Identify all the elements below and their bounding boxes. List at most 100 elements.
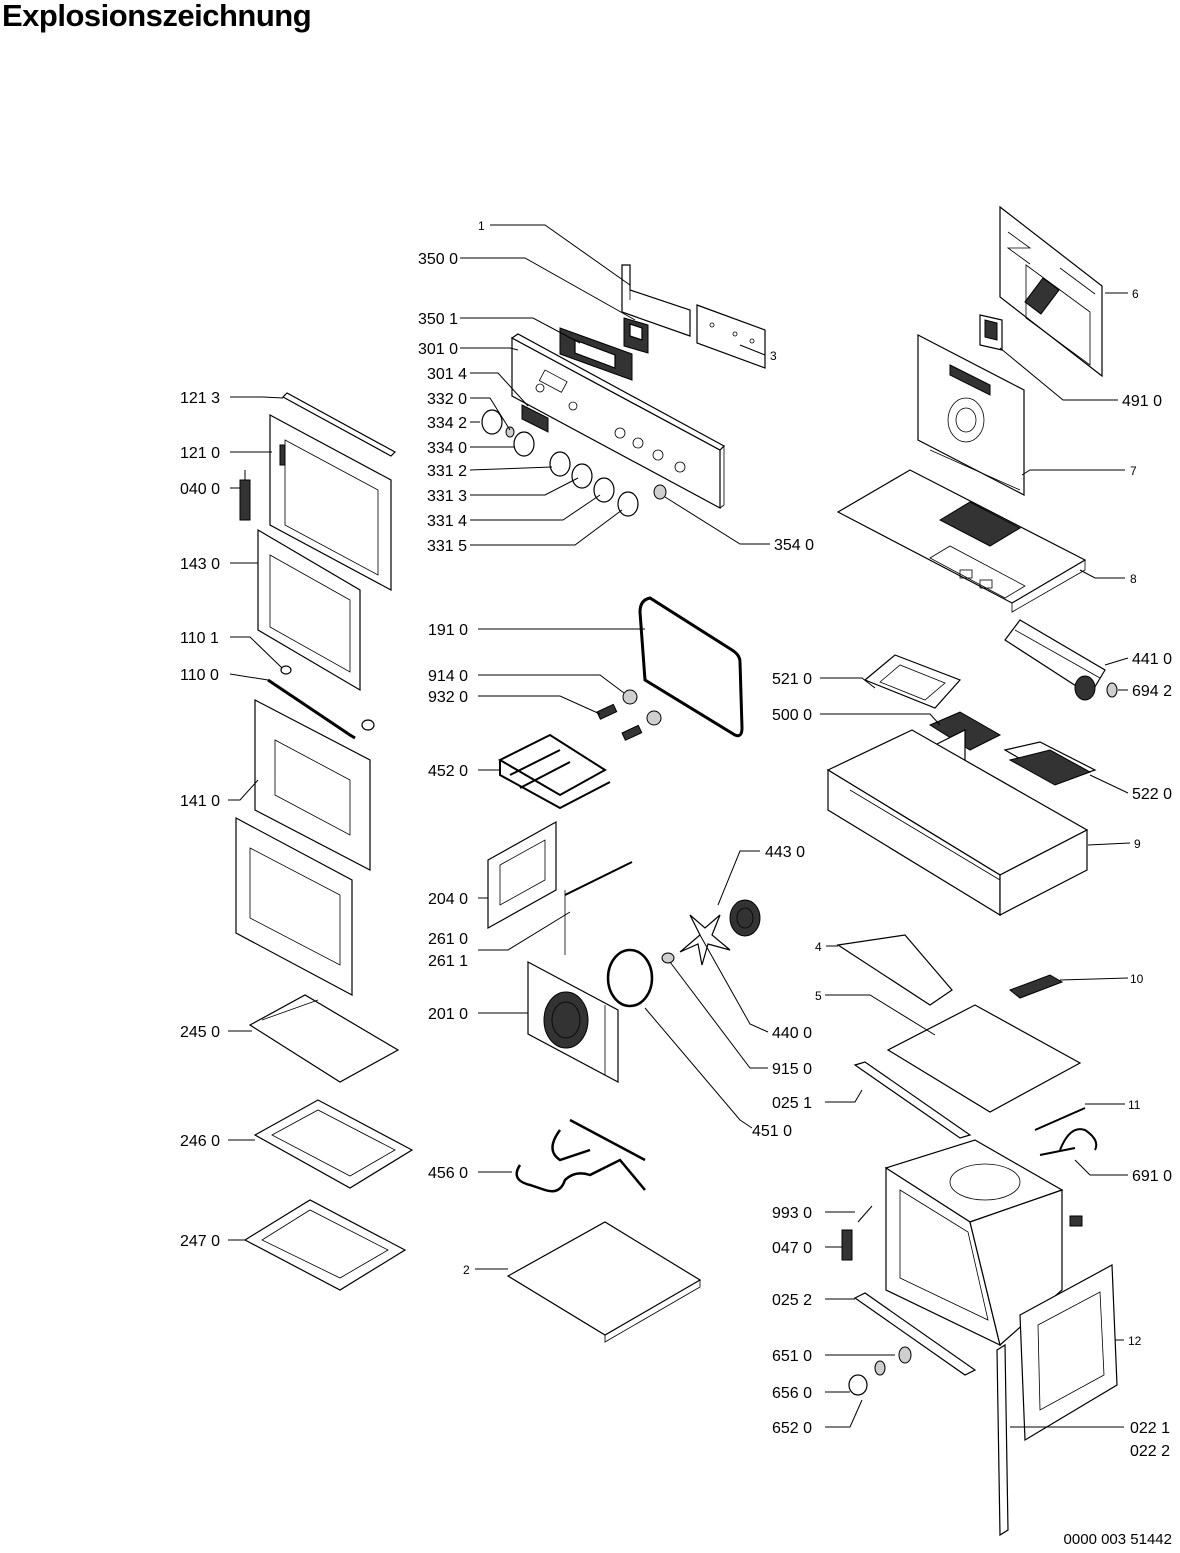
label-350-0: 350 0 <box>418 251 458 268</box>
label-932-0: 932 0 <box>428 689 468 706</box>
label-191-0: 191 0 <box>428 622 468 639</box>
lamp-cover-2 <box>646 710 662 726</box>
door-stop <box>280 665 292 675</box>
label-8: 8 <box>1130 572 1137 586</box>
label-201-0: 201 0 <box>428 1006 468 1023</box>
label-334-2: 334 2 <box>427 415 467 432</box>
label-500-0: 500 0 <box>772 707 812 724</box>
door-top-trim <box>282 392 396 457</box>
inner-door <box>257 528 361 692</box>
side-rail-left <box>487 820 557 930</box>
label-691-0: 691 0 <box>1132 1168 1172 1185</box>
leader-lines <box>228 224 1131 1428</box>
rear-cover-panel <box>999 205 1103 378</box>
heating-strip <box>1034 1107 1086 1131</box>
outer-door-frame <box>269 413 392 592</box>
part-drawings <box>235 205 1118 1537</box>
label-656-0: 656 0 <box>772 1385 812 1402</box>
side-strip-lower <box>853 1292 977 1376</box>
label-350-1: 350 1 <box>418 311 458 328</box>
label-110-1: 110 1 <box>180 630 219 647</box>
label-3: 3 <box>770 349 777 363</box>
oven-rails <box>564 861 633 955</box>
label-025-1: 025 1 <box>772 1095 812 1112</box>
label-694-2: 694 2 <box>1132 683 1172 700</box>
relay-module <box>1003 741 1097 786</box>
label-143-0: 143 0 <box>180 556 220 573</box>
label-047-0: 047 0 <box>772 1240 812 1257</box>
label-456-0: 456 0 <box>428 1165 468 1182</box>
small-bracket <box>1009 974 1064 999</box>
label-12: 12 <box>1128 1334 1142 1348</box>
label-301-0: 301 0 <box>418 341 458 358</box>
page-title: Explosionszeichnung <box>2 0 312 33</box>
label-331-2: 331 2 <box>427 463 467 480</box>
cavity-top-plate <box>886 1004 1082 1113</box>
label-025-2: 025 2 <box>772 1292 812 1309</box>
screw <box>857 1205 873 1223</box>
label-452-0: 452 0 <box>428 763 468 780</box>
label-5: 5 <box>815 989 822 1003</box>
label-451-0: 451 0 <box>752 1123 792 1140</box>
bottom-plate <box>506 1221 702 1343</box>
control-panel <box>510 333 725 510</box>
electronic-module <box>623 317 649 354</box>
lamp-holder <box>1039 1128 1098 1156</box>
label-334-0: 334 0 <box>427 440 467 457</box>
label-332-0: 332 0 <box>427 391 467 408</box>
grill-heating-element <box>497 733 611 810</box>
label-993-0: 993 0 <box>772 1205 812 1222</box>
electronics-housing <box>826 729 1089 917</box>
clip <box>841 1229 853 1261</box>
label-522-0: 522 0 <box>1132 786 1172 803</box>
lamp-socket <box>596 703 618 720</box>
bottom-heating-element <box>515 1118 646 1193</box>
label-331-5: 331 5 <box>427 538 467 555</box>
label-331-3: 331 3 <box>427 488 467 505</box>
label-915-0: 915 0 <box>772 1061 812 1078</box>
label-245-0: 245 0 <box>180 1024 220 1041</box>
label-261-1: 261 1 <box>428 953 468 970</box>
top-cover <box>836 469 1087 613</box>
label-354-0: 354 0 <box>774 537 814 554</box>
label-2: 2 <box>463 1263 470 1277</box>
door-handle <box>267 678 375 740</box>
label-141-0: 141 0 <box>180 793 220 810</box>
door-switch <box>898 1346 912 1364</box>
terminal-bracket <box>863 654 962 709</box>
circular-heating-element <box>606 948 654 1008</box>
label-521-0: 521 0 <box>772 671 812 688</box>
label-121-0: 121 0 <box>180 445 220 462</box>
display-module <box>559 327 633 381</box>
thermostat-knob <box>874 1360 886 1376</box>
baking-tray-flat <box>243 1199 407 1291</box>
label-11: 11 <box>1128 1098 1141 1112</box>
rear-fan-cover <box>527 961 619 1083</box>
door-hinge <box>239 470 251 521</box>
sensor-cap <box>848 1374 868 1396</box>
label-261-0: 261 0 <box>428 931 468 948</box>
label-4: 4 <box>815 940 822 954</box>
label-110-0: 110 0 <box>180 667 219 684</box>
door-gasket <box>638 596 744 738</box>
label-6: 6 <box>1132 287 1139 301</box>
side-strip-upper <box>853 1061 972 1139</box>
label-914-0: 914 0 <box>428 668 468 685</box>
front-side-strip <box>996 1343 1009 1537</box>
convection-fan <box>679 899 761 966</box>
wire-shelf <box>248 994 400 1083</box>
label-443-0: 443 0 <box>765 844 805 861</box>
label-7: 7 <box>1130 464 1137 478</box>
display-window <box>521 404 549 433</box>
side-bracket <box>696 304 766 369</box>
part-labels: 1 350 0 350 1 301 0 301 4 332 0 334 2 33… <box>180 219 1172 1460</box>
label-022-1: 022 1 <box>1130 1420 1170 1437</box>
tangential-fan <box>1004 619 1106 701</box>
label-10: 10 <box>1130 972 1144 986</box>
label-491-0: 491 0 <box>1122 393 1162 410</box>
label-651-0: 651 0 <box>772 1348 812 1365</box>
label-247-0: 247 0 <box>180 1233 220 1250</box>
label-9: 9 <box>1134 837 1141 851</box>
label-440-0: 440 0 <box>772 1025 812 1042</box>
duct-cover <box>836 934 953 1006</box>
